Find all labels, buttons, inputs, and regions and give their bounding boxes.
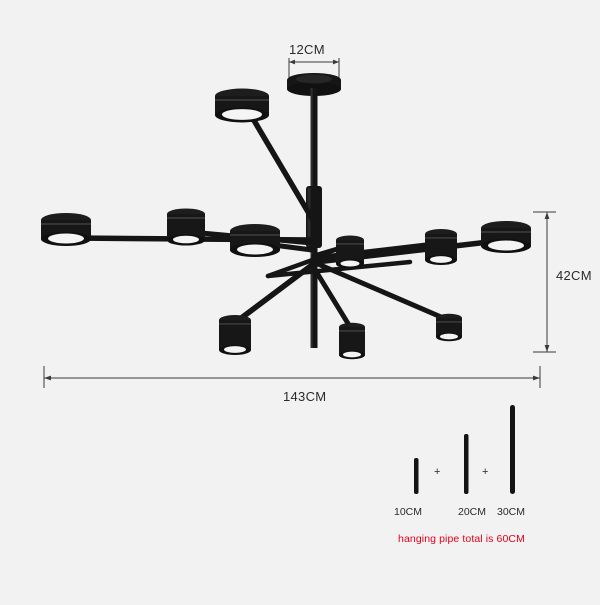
dimension-lines xyxy=(43,58,556,388)
width-arrow-left xyxy=(44,375,51,381)
lamp-head-left-outer xyxy=(41,213,91,246)
lamp-head-center-right xyxy=(336,235,364,269)
arm-to-right-inner xyxy=(311,240,446,261)
arm-to-top-left xyxy=(246,109,317,225)
chandelier-fixture xyxy=(41,73,531,360)
pipe-plus-sign-2: + xyxy=(482,466,489,478)
pipe-20cm xyxy=(464,434,469,494)
pipe-label-10cm: 10CM xyxy=(394,506,423,518)
lamp-head-top-left xyxy=(215,88,269,123)
ceiling-canopy xyxy=(287,73,341,96)
pipe-segments xyxy=(414,405,515,494)
height-arrow-bottom xyxy=(544,345,550,352)
arm-to-lower-right xyxy=(315,261,451,323)
width-dimension-label: 143CM xyxy=(283,389,327,404)
height-arrow-top xyxy=(544,212,550,219)
support-arms xyxy=(69,109,509,333)
arm-to-lower-center xyxy=(311,265,355,333)
pipe-total-note: hanging pipe total is 60CM xyxy=(398,533,525,545)
canopy-arrow-left xyxy=(289,59,295,65)
pipe-10cm xyxy=(414,458,419,494)
lamp-head-lower-left xyxy=(219,315,251,355)
lamp-head-lower-center xyxy=(339,322,365,360)
pipe-30cm xyxy=(510,405,515,494)
width-arrow-right xyxy=(533,375,540,381)
lamp-head-right-outer xyxy=(481,221,531,253)
canopy-dimension-label: 12CM xyxy=(289,42,325,57)
height-dimension-label: 42CM xyxy=(556,268,592,283)
lamp-head-right-inner xyxy=(425,229,457,265)
lamp-head-lower-right xyxy=(436,313,462,342)
pipe-plus-sign-1: + xyxy=(434,466,441,478)
lamp-head-center-left xyxy=(230,224,280,257)
lamp-head-left-inner xyxy=(167,208,205,246)
arm-cross-bar-return xyxy=(265,255,321,279)
canopy-arrow-right xyxy=(333,59,339,65)
pipe-label-20cm: 20CM xyxy=(458,506,487,518)
arm-cross-bar xyxy=(265,259,413,279)
pipe-label-30cm: 30CM xyxy=(497,506,526,518)
